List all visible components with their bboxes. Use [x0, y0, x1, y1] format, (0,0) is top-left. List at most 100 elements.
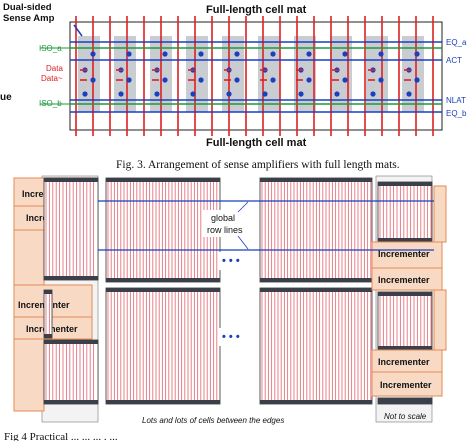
cell-dot [342, 51, 348, 57]
cell-dot [190, 91, 196, 97]
incrementer-label: Incrementer [378, 357, 430, 367]
cell-dot [262, 91, 268, 97]
mat-edge [260, 278, 372, 282]
incrementer-block-r1: Incrementer [371, 241, 443, 269]
cell-dot [126, 77, 132, 83]
signal-data: Data [46, 64, 63, 73]
cell-dot [118, 91, 124, 97]
signal-iso-a: ISO_a [39, 44, 62, 53]
mat-edge [44, 340, 98, 344]
incrementer-block-l4: Incrementer [13, 316, 93, 340]
cell-dot [154, 91, 160, 97]
cell-dot [342, 77, 348, 83]
global-row-lines-label-2: row lines [207, 225, 243, 235]
cell-dot [226, 91, 232, 97]
fig3-title-bottom: Full-length cell mat [206, 137, 307, 149]
cell-dot [162, 51, 168, 57]
incrementer-label: Incrementer [378, 275, 430, 285]
cell-dot [234, 77, 240, 83]
fig3-frame [69, 21, 443, 131]
signal-act: ACT [446, 56, 462, 65]
cell-mat [43, 289, 53, 339]
cell-dot [90, 77, 96, 83]
global-row-lines-label-1: global [211, 213, 235, 223]
incrementer-block-r4: Incrementer [371, 371, 443, 397]
not-to-scale-label: Not to scale [384, 412, 427, 421]
cell-mat [105, 177, 221, 283]
right-narrow-mats [377, 181, 433, 405]
fig3-title-top: Full-length cell mat [206, 4, 307, 16]
incrementer-label: Incrementer [380, 380, 432, 390]
fig4-diagram: Incrementer Incrementer Incrementer Incr… [13, 175, 447, 423]
mat-edge [378, 182, 432, 186]
mat-edge [378, 400, 432, 404]
cell-dot [378, 51, 384, 57]
signal-eq-b: EQ_b [446, 109, 467, 118]
mat-edge [378, 292, 432, 296]
mat-edge [378, 238, 432, 242]
cell-dot [370, 91, 376, 97]
mat-edge [106, 400, 220, 404]
sense-amp-label-line2: Sense Amp [3, 13, 55, 24]
cell-dot [198, 51, 204, 57]
cell-dot [378, 77, 384, 83]
fig4-footnote: Lots and lots of cells between the edges [142, 416, 284, 425]
cell-dot [414, 77, 420, 83]
mat-edge [44, 178, 98, 182]
mat-edge [106, 288, 220, 292]
mat-edge [106, 178, 220, 182]
sense-amp-label-line1: Dual-sided [3, 2, 52, 13]
cell-mat [105, 287, 221, 405]
global-row-lines-pointer-1 [237, 201, 249, 213]
incrementer-block-r3: Incrementer [371, 349, 443, 373]
mat-edge [260, 288, 372, 292]
fig4-caption-partial: Fig 4 Practical ... ... ... . ... [4, 431, 118, 441]
global-row-lines-label-box [203, 210, 251, 237]
cell-dot [234, 51, 240, 57]
mat-edge [260, 178, 372, 182]
incrementer-filler-left [13, 229, 45, 412]
ellipsis-top: • • • [222, 255, 240, 267]
cell-dot [306, 77, 312, 83]
mat-edge [378, 346, 432, 350]
cell-dot [306, 51, 312, 57]
global-row-lines-pointer-2 [237, 235, 249, 250]
cell-dot [198, 77, 204, 83]
cell-dot [82, 91, 88, 97]
cell-dot [414, 51, 420, 57]
incrementer-block-r2: Incrementer [371, 267, 443, 291]
incrementer-label: Incrementer [378, 249, 430, 259]
mat-edge [44, 290, 52, 294]
mat-edge [106, 278, 220, 282]
sense-amp-cells [80, 51, 420, 97]
mat-edge [44, 276, 98, 280]
cell-mats [105, 177, 373, 405]
signal-nlat: NLAT [446, 96, 466, 105]
bit-lines [75, 16, 434, 136]
signal-iso-b: ISO_b [39, 99, 62, 108]
mat-edge [44, 334, 52, 338]
incrementer-filler-right [433, 185, 447, 351]
signal-eq-a: EQ_a [446, 38, 467, 47]
ellipsis-gap-bottom [218, 328, 256, 346]
cell-dot [406, 91, 412, 97]
left-narrow-mats [43, 177, 99, 405]
cell-dot [334, 91, 340, 97]
cell-dot [298, 91, 304, 97]
mat-edge [260, 400, 372, 404]
left-cut-text: ue [0, 92, 12, 103]
incrementer-block-l3: Incrementer [13, 284, 93, 318]
cell-dot [126, 51, 132, 57]
sense-amp-pointer [73, 24, 83, 37]
cell-dot [270, 51, 276, 57]
cell-dot [162, 77, 168, 83]
fig3-caption: Fig. 3. Arrangement of sense amplifiers … [116, 159, 400, 171]
ellipsis-bottom: • • • [222, 331, 240, 343]
cell-dot [90, 51, 96, 57]
ellipsis-gap-top [218, 252, 256, 270]
fig3-diagram [40, 16, 443, 136]
mat-edge [44, 400, 98, 404]
cell-dot [270, 77, 276, 83]
signal-data-bar: Data~ [41, 74, 63, 83]
